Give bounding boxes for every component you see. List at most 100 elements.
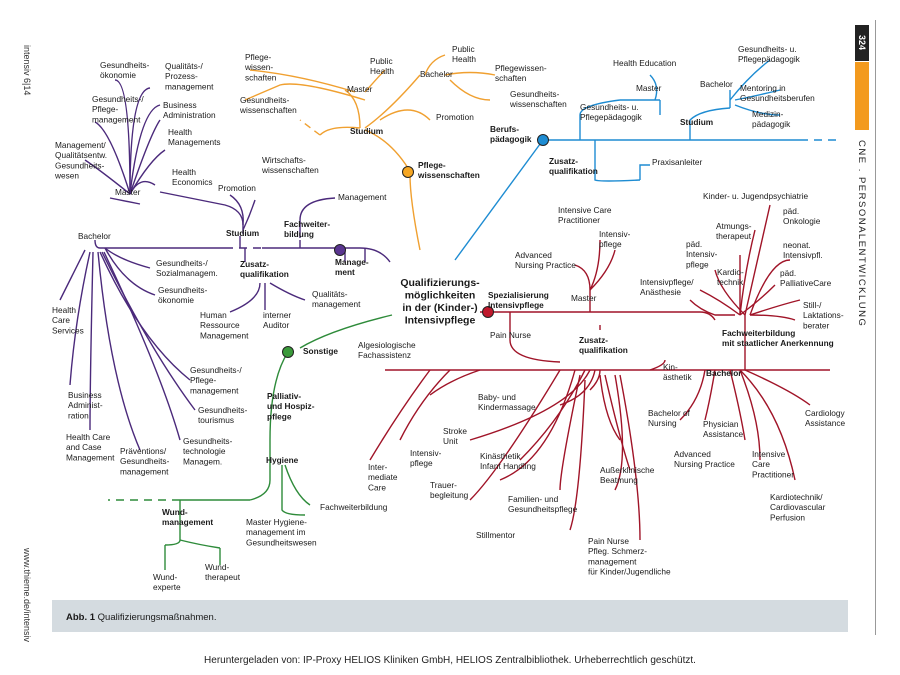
connector-line <box>469 369 591 441</box>
connector-line <box>509 312 561 363</box>
connector-line <box>559 374 581 491</box>
label-r-ni: neonat.Intensivpfl. <box>783 240 823 260</box>
connector-line <box>619 374 641 541</box>
connector-line <box>379 109 431 121</box>
connector-line <box>454 139 544 261</box>
label-g-we: Wund-experte <box>153 572 181 592</box>
connector-line <box>69 251 91 386</box>
connector-line <box>739 369 796 481</box>
label-p-studium: Studium <box>226 228 259 238</box>
connector-line <box>589 249 616 291</box>
management-node <box>334 244 346 256</box>
connector-line <box>589 239 601 291</box>
label-g-pah: Palliativ-und Hospiz-pflege <box>267 391 315 421</box>
berufspaedagogik-node <box>537 134 549 146</box>
connector-line <box>344 89 361 129</box>
connector-line <box>574 264 591 291</box>
label-o-pw2: Pflegewissen-schaften <box>495 63 547 83</box>
connector-line <box>699 311 716 321</box>
label-p-qm: Qualitäts-management <box>312 289 361 309</box>
connector-line <box>364 69 386 93</box>
connector-line <box>94 121 131 195</box>
label-r-kjp: Kinder- u. Jugendpsychiatrie <box>703 191 809 201</box>
label-p-fwb-mgmt: Management <box>338 192 387 202</box>
label-b-gpp: Gesundheits- u.Pflegepädagogik <box>580 102 643 122</box>
journal-url: www.thieme.de/intensiv <box>22 548 32 643</box>
label-p-gesoek: Gesundheits-ökonomie <box>100 60 150 80</box>
connector-line <box>249 69 356 93</box>
label-r-slb: Still-/Laktations-berater <box>803 300 844 330</box>
label-b-bp: Berufs-pädagogik <box>490 124 532 144</box>
connector-line <box>364 129 409 169</box>
connector-line <box>744 369 811 406</box>
connector-line <box>729 59 771 101</box>
label-g-hygiene: Hygiene <box>266 455 299 465</box>
section-title: CNE . PERSONALENTWICKLUNG <box>856 140 867 328</box>
label-r-ip2: Intensiv-pflege <box>410 448 442 468</box>
connector-line <box>714 269 746 316</box>
connector-line <box>734 104 781 116</box>
connector-line <box>249 440 271 501</box>
page-number: 324 <box>855 25 869 61</box>
label-o-pw: Pflege-wissen-schaften <box>244 52 277 82</box>
connector-line <box>369 369 431 461</box>
label-r-po: päd.Onkologie <box>783 206 821 226</box>
label-b-gpp2: Gesundheits- u.Pflegepädagogik <box>738 44 801 64</box>
connector-line <box>299 314 393 349</box>
connector-line <box>579 99 621 140</box>
label-o-master: Master <box>347 84 373 94</box>
connector-line <box>689 299 735 316</box>
connector-line <box>89 251 94 431</box>
label-r-tb: Trauer-begleitung <box>430 480 469 500</box>
label-p-gt: Gesundheits-tourismus <box>198 405 248 425</box>
connector-line <box>749 299 801 316</box>
connector-line <box>739 369 761 461</box>
label-b-he: Health Education <box>613 58 677 68</box>
label-g-fwb: Fachweiterbildung <box>320 502 388 512</box>
connector-line <box>269 351 289 441</box>
connector-line <box>262 247 391 263</box>
label-r-ia: Intensivpflege/Anästhesie <box>640 277 694 297</box>
connector-line <box>594 140 641 182</box>
caption-label: Abb. 1 <box>66 612 96 623</box>
label-o-node: Pflege-wissenschaften <box>417 160 480 180</box>
connector-line <box>103 251 181 441</box>
connector-line <box>229 282 261 313</box>
pflegewissenschaften-node <box>402 166 414 178</box>
label-b-studium: Studium <box>680 117 713 127</box>
label-p-zq: Zusatz-qualifikation <box>240 259 289 279</box>
label-p-bachelor: Bachelor <box>78 231 111 241</box>
label-p-mgmt-node: Manage-ment <box>335 257 369 277</box>
label-p-mqg: Management/Qualitätsentw.Gesundheits-wes… <box>54 140 107 181</box>
connector-line <box>281 465 306 516</box>
connector-line <box>84 159 131 195</box>
connector-line <box>242 199 256 231</box>
connector-line <box>429 369 481 396</box>
connector-line <box>444 71 496 76</box>
branch-nodes <box>282 134 549 358</box>
connector-line <box>269 282 306 301</box>
connector-line <box>569 379 586 531</box>
label-p-qpm: Qualitäts-/Prozess-management <box>165 61 214 91</box>
label-r-pain: Pain Nurse <box>490 330 531 340</box>
label-p-wirt: Wirtschafts-wissenschaften <box>261 155 319 175</box>
sonstige-node <box>282 346 294 358</box>
spezialisierung-node <box>482 306 494 318</box>
